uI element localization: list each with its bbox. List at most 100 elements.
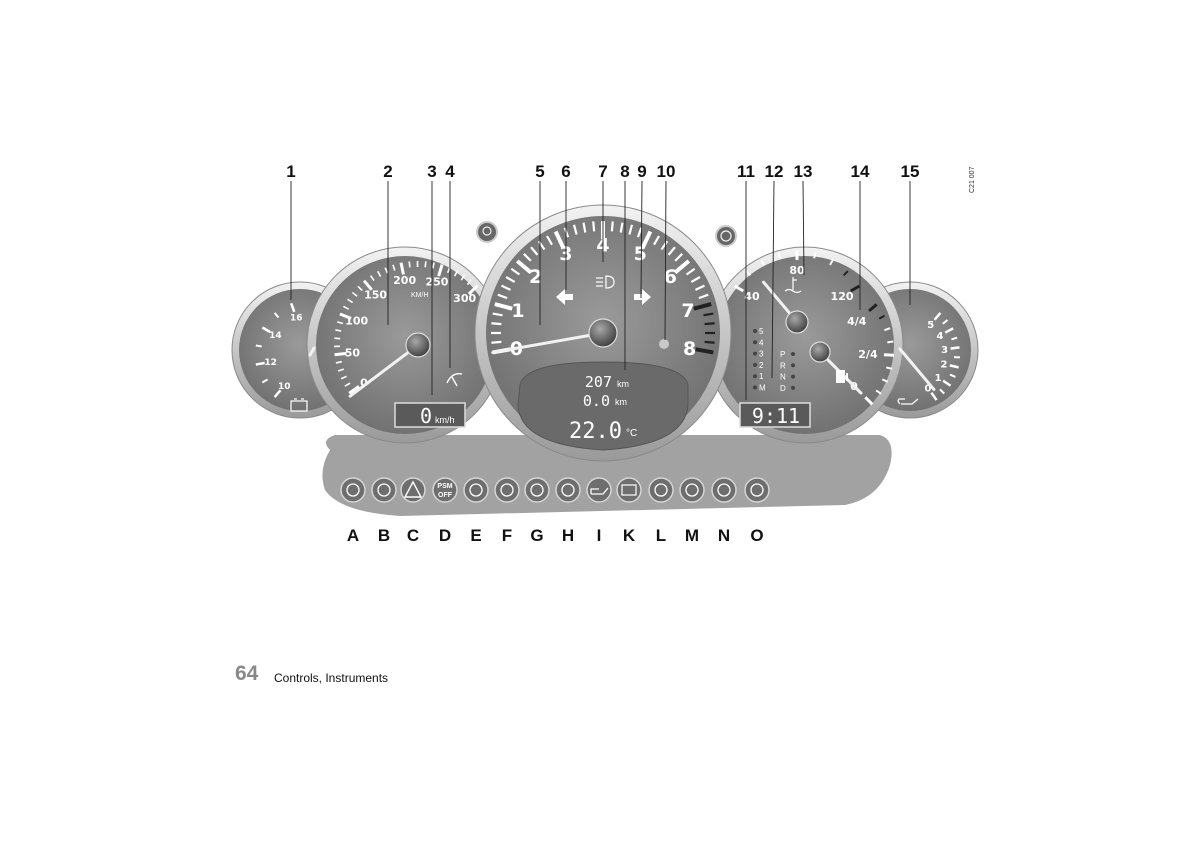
gauge-tick (261, 326, 271, 334)
coolant-fuel-gauge (706, 246, 904, 444)
page-title: Controls, Instruments (274, 671, 389, 685)
callout-number: 6 (561, 162, 570, 181)
gauge-tick (384, 267, 389, 274)
callout-number: 15 (901, 162, 920, 181)
gauge-tick (340, 375, 347, 380)
gauge-tick (777, 252, 781, 259)
trip-unit: km (615, 397, 627, 407)
gauge-tick-label: 10 (278, 382, 291, 392)
gauge-tick (424, 261, 427, 268)
gauge-tick-label: 7 (681, 300, 694, 322)
seatbelt-icon (648, 477, 674, 503)
gauge-tick (399, 262, 405, 275)
svg-text:OFF: OFF (438, 492, 453, 499)
digital-speed-value: 0 (420, 404, 432, 428)
callout-number: 8 (620, 162, 629, 181)
gauge-tick (290, 302, 296, 313)
gauge-tick (636, 227, 643, 238)
gauge-tick (273, 389, 282, 398)
tyre-pressure-icon (555, 477, 581, 503)
callout-number: 3 (427, 162, 436, 181)
gauge-tick (733, 284, 745, 293)
gauge-tick-label: 14 (269, 331, 282, 341)
mode-label: R (780, 361, 786, 370)
mode-label: N (780, 373, 786, 382)
gauge-tick (813, 252, 817, 259)
gauge-tick-label: 50 (345, 347, 361, 360)
gauge-tick (337, 368, 345, 372)
gauge-tick (667, 246, 676, 256)
gauge-tick (491, 340, 502, 344)
digital-speed-display: 0 km/h (394, 402, 466, 428)
callout-number: 14 (851, 162, 870, 181)
gauge-tick (582, 222, 587, 233)
gauge-tick (930, 391, 938, 401)
gauge-tick (695, 347, 714, 355)
gauge-tick-label: 250 (425, 276, 448, 289)
warning-letter: F (502, 526, 512, 545)
gauge-tick (460, 274, 466, 281)
warning-letter: H (562, 526, 574, 545)
gauge-tick-label: 4 (937, 331, 944, 342)
warning-letter: I (597, 526, 602, 545)
callout-number: 9 (637, 162, 646, 181)
gauge-tick (408, 261, 411, 268)
gauge-tick (944, 327, 954, 334)
airbag-icon (679, 477, 705, 503)
warning-letter: M (685, 526, 699, 545)
gear-label: 5 (759, 327, 764, 336)
gauge-tick (951, 336, 958, 341)
gauge-tick (344, 382, 351, 387)
gauge-tick (673, 259, 691, 275)
gauge-tick (362, 279, 373, 291)
gauge-tick (949, 373, 956, 378)
gauge-tick-label: 2/4 (858, 348, 878, 361)
gauge-tick-label: 40 (744, 290, 760, 303)
gauge-needle (898, 347, 936, 391)
instrument-lighting-knob[interactable] (476, 221, 498, 243)
callout-number: 13 (794, 162, 813, 181)
gauge-tick (864, 396, 874, 406)
odometer-value: 207 (585, 373, 612, 391)
gauge-tick-label: 8 (683, 338, 696, 360)
gauge-tick (523, 253, 532, 262)
gauge-tick (842, 270, 849, 277)
gauge-tick-label: 300 (453, 292, 476, 305)
gauge-tick (829, 259, 834, 266)
gear-label: 2 (759, 361, 764, 370)
gauge-tick (875, 389, 882, 395)
gauge-tick (868, 303, 878, 313)
gauge-tick-label: 3 (941, 345, 948, 356)
callout-number: 10 (657, 162, 676, 181)
speedometer-unit: KM/H (411, 292, 429, 299)
digital-speed-unit: km/h (435, 415, 455, 425)
callout-number: 11 (737, 162, 755, 181)
gauge-tick-label: 16 (290, 314, 303, 324)
trip-value: 0.0 (583, 392, 610, 410)
gauge-tick (466, 279, 472, 286)
car-boot-icon (340, 477, 366, 503)
gauge-tick (273, 312, 280, 319)
gauge-tick (653, 235, 660, 246)
page-number: 64 (235, 662, 259, 685)
coolant-level-icon (744, 477, 770, 503)
warning-letter: K (623, 526, 636, 545)
gauge-tick (674, 253, 683, 262)
gauge-tick (704, 322, 715, 326)
fuel-dial: 02/44/4 (809, 303, 894, 406)
gauge-tick (619, 222, 624, 233)
clock-set-knob[interactable] (715, 225, 737, 247)
gauge-tick (693, 302, 712, 311)
abs-icon (463, 477, 489, 503)
gauge-tick (530, 246, 539, 256)
gauge-tick (446, 266, 451, 274)
gauge-tick (690, 276, 701, 283)
gauge-tick (640, 230, 653, 249)
high-beam-icon (596, 275, 615, 289)
gauge-tick (357, 285, 363, 292)
gauge-needle (308, 346, 316, 357)
